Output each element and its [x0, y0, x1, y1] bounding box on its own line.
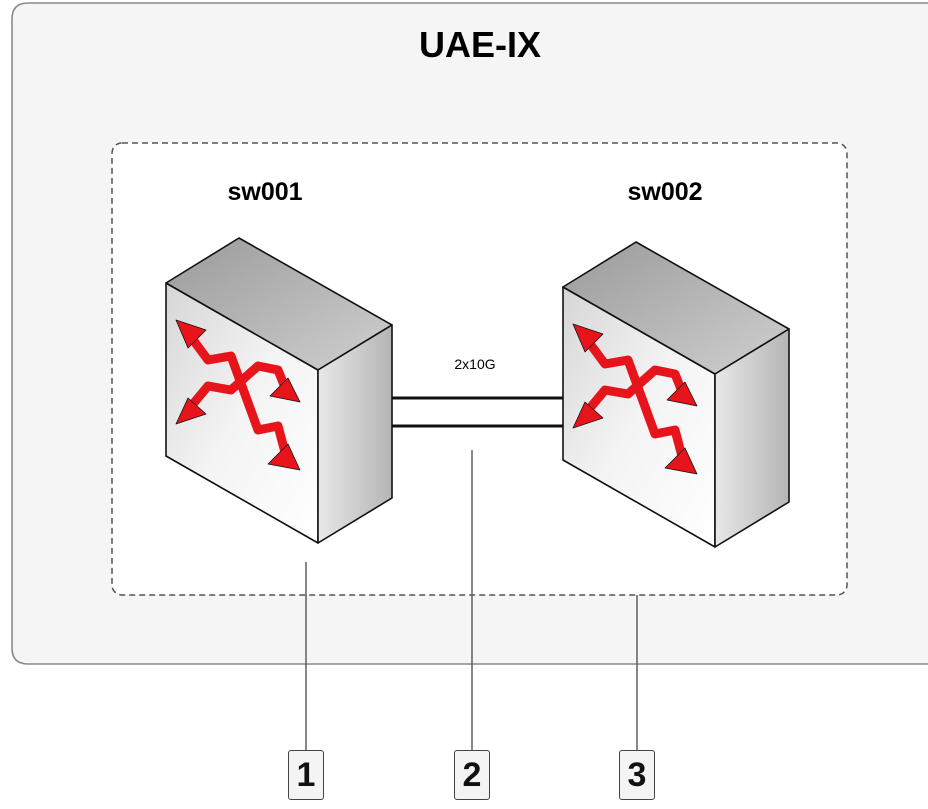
callout-2: 2	[454, 750, 490, 800]
switch-label-sw002: sw002	[627, 178, 703, 206]
switch-label-sw001: sw001	[227, 178, 303, 206]
link-2x10g	[388, 396, 566, 428]
ix-title: UAE-IX	[418, 24, 541, 65]
callout-1: 1	[288, 750, 324, 800]
link-label: 2x10G	[454, 356, 496, 372]
callout-3: 3	[619, 750, 655, 800]
